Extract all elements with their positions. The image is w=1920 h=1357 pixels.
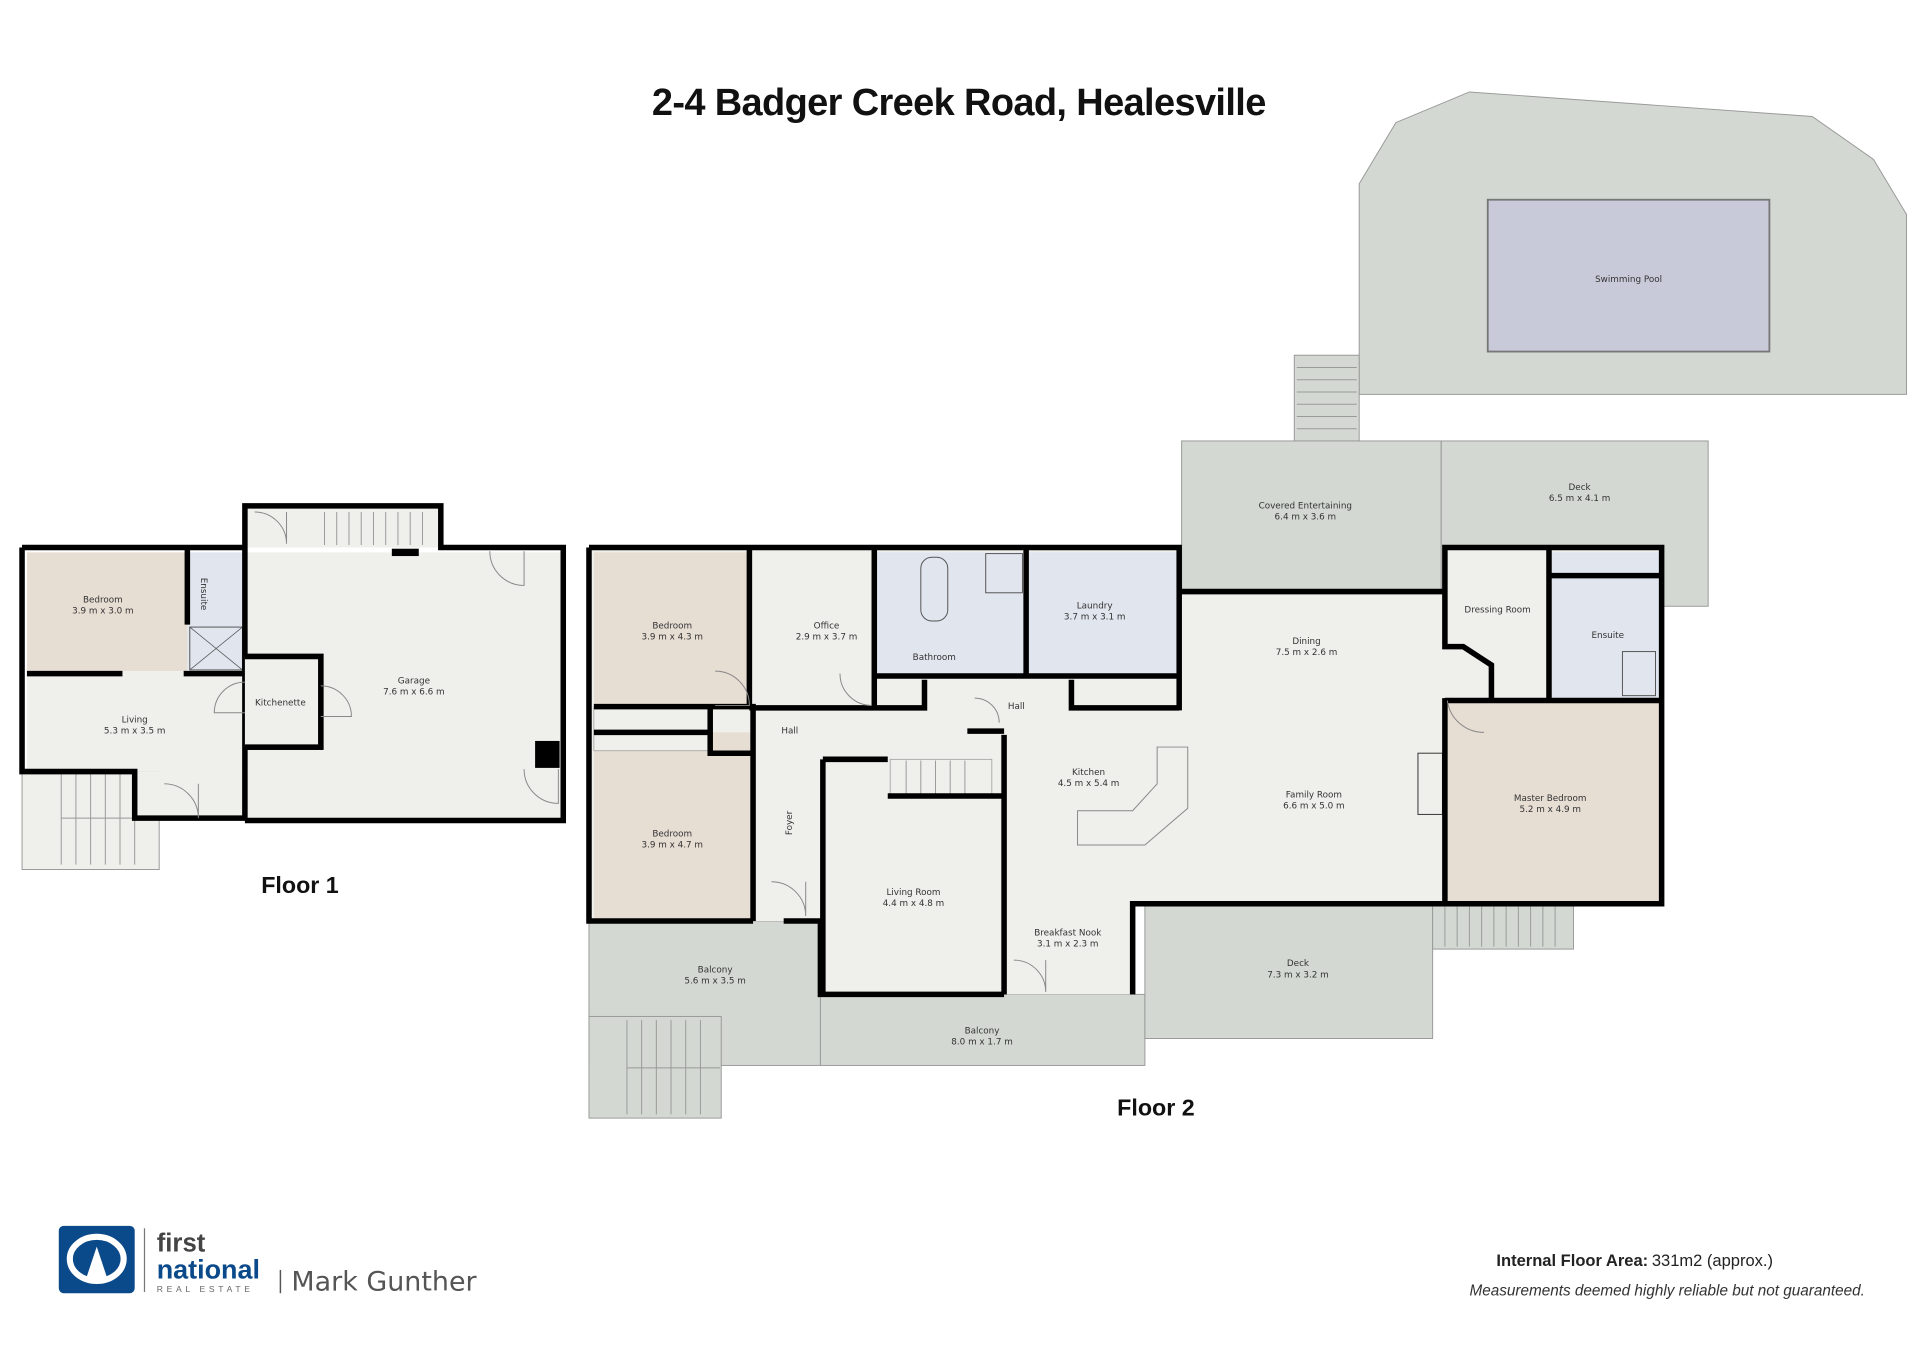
page-title: 2-4 Badger Creek Road, Healesville [652,82,1266,124]
room-label: Living Room [886,888,940,898]
brand-first: first [157,1230,206,1258]
balcony-stairs [588,1015,722,1119]
room-label: Kitchenette [255,698,306,708]
room-label: Bedroom [652,621,692,631]
shower-icon [1621,651,1656,697]
deck-stairs [1432,903,1574,950]
master-bedroom [1444,700,1662,902]
room-label: Hall [781,727,798,737]
room-label: Kitchen [1072,768,1105,778]
deck-stair-treads [1444,906,1556,947]
covered-entertaining [1181,440,1442,593]
room-dims: 6.4 m x 3.6 m [1275,512,1337,522]
floor1-stair-landing [244,505,441,548]
room-dims: 8.0 m x 1.7 m [951,1038,1013,1048]
bathroom [874,552,1027,677]
area-label: Internal Floor Area: [1496,1251,1648,1270]
balcony-stair-treads [626,1020,720,1115]
shower-icon [985,553,1023,594]
room-label: Garage [398,676,430,686]
room-label: Breakfast Nook [1034,929,1102,939]
room-dims: 6.6 m x 5.0 m [1283,801,1345,811]
room-label: Bedroom [83,596,123,606]
room-label: Living [122,716,148,726]
room-label: Balcony [698,965,733,975]
brand-sub: REAL ESTATE [157,1284,254,1294]
bathtub-icon [920,556,949,622]
floor-2-plan: Swimming Pool [586,91,1908,1121]
room-label: Dressing Room [1464,605,1530,615]
room-dims: 4.4 m x 4.8 m [883,899,945,909]
room-label: Foyer [785,810,795,835]
pool-stair-treads [1296,366,1357,430]
room-dims: 2.9 m x 3.7 m [796,632,858,642]
area-value: 331m2 (approx.) [1652,1251,1773,1270]
room-dims: 3.9 m x 3.0 m [72,607,134,617]
room-dims: 7.5 m x 2.6 m [1276,648,1338,658]
room-label: Family Room [1286,790,1342,800]
wardrobe [593,706,711,752]
deck-lower [1144,903,1434,1039]
room-label: Deck [1287,959,1310,969]
room-dims: 5.3 m x 3.5 m [104,727,166,737]
brand-national: national [157,1255,260,1285]
room-label: Deck [1569,483,1592,493]
room-label: Balcony [965,1027,1000,1037]
room-label: Hall [1008,702,1025,712]
agent-name: Mark Gunther [291,1267,477,1298]
floor-area-info: Internal Floor Area: 331m2 (approx.) Mea… [1469,1251,1864,1299]
room-dims: 7.6 m x 6.6 m [383,687,445,697]
room-dims: 3.1 m x 2.3 m [1037,940,1099,950]
room-dims: 4.5 m x 5.4 m [1058,779,1120,789]
bedroom-3 [593,732,754,919]
room-dims: 5.2 m x 4.9 m [1519,805,1581,815]
room-label: Covered Entertaining [1259,501,1352,511]
room-label: Bedroom [652,829,692,839]
kitchen-island [1077,746,1189,846]
brand-logo: first national REAL ESTATE Mark Gunther [58,1225,478,1298]
floor-2-label: Floor 2 [1117,1095,1195,1121]
floor1-top-stairs [324,511,423,546]
laundry [1026,552,1180,677]
swimming-pool [1486,198,1771,353]
floor1-bedroom [26,552,188,672]
bedroom-2 [593,552,750,707]
room-label: Dining [1292,637,1320,647]
room-label: Swimming Pool [1595,275,1662,285]
interior-stairs [889,758,993,797]
room-label: Master Bedroom [1514,794,1587,804]
room-label: Office [814,621,840,631]
room-dims: 7.3 m x 3.2 m [1267,970,1329,980]
room-dims: 3.9 m x 4.7 m [641,840,703,850]
floor-1-label: Floor 1 [261,872,339,898]
room-dims: 6.5 m x 4.1 m [1549,494,1611,504]
room-label: Bathroom [913,653,956,663]
balcony-bottom [819,993,1146,1066]
room-label: Laundry [1077,602,1113,612]
room-dims: 5.6 m x 3.5 m [684,976,746,986]
floor1-living [26,671,245,772]
room-label: Ensuite [198,578,208,611]
room-dims: 3.7 m x 3.1 m [1064,613,1126,623]
pool-stairs [1293,354,1360,442]
disclaimer: Measurements deemed highly reliable but … [1469,1283,1864,1300]
room-dims: 3.9 m x 4.3 m [641,632,703,642]
floor-1-plan: Bedroom 3.9 m x 3.0 m Living 5.3 m x 3.5… [19,503,567,898]
room-label: Ensuite [1591,631,1624,641]
